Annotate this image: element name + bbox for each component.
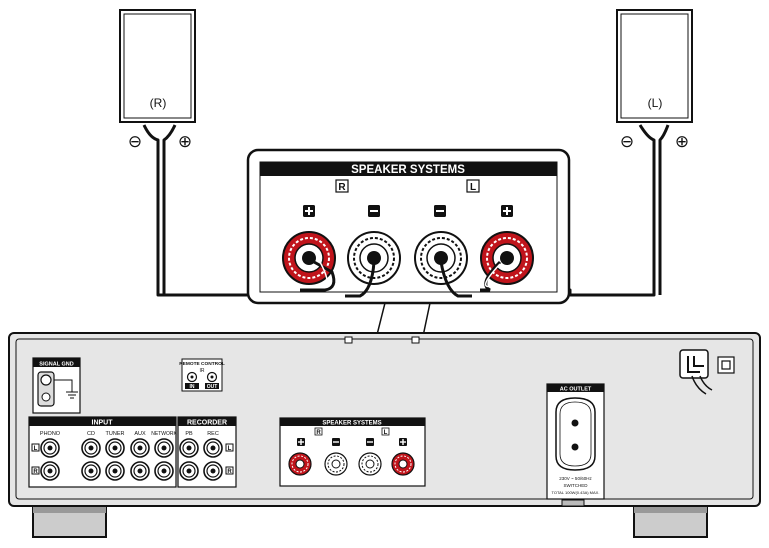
left-minus-terminal bbox=[414, 231, 468, 285]
input-aux-label: AUX bbox=[134, 431, 146, 437]
speaker-left-label: (L) bbox=[648, 96, 663, 110]
pb-l-jack[interactable] bbox=[179, 438, 199, 458]
plus-icon: ⊕ bbox=[178, 132, 192, 151]
callout-left-mark: L bbox=[470, 182, 476, 193]
ac-outlet-switched: SWITCHED bbox=[564, 483, 589, 488]
speaker-right: (R) ⊖ ⊕ bbox=[119, 9, 196, 151]
plus-icon bbox=[399, 438, 407, 446]
phono-r-jack[interactable] bbox=[40, 461, 60, 481]
remote-ir-label: IR bbox=[200, 368, 205, 374]
input-network-label: NETWORK bbox=[151, 431, 177, 437]
speaker-terminals-callout: SPEAKER SYSTEMS R L bbox=[246, 148, 571, 423]
channel-l-mark: L bbox=[34, 446, 38, 452]
network-l-jack[interactable] bbox=[154, 438, 174, 458]
panel-left-minus-terminal[interactable] bbox=[358, 452, 382, 476]
amplifier-rear-panel: SIGNAL GND REMOTE CONTROL IR IN OUT INPU… bbox=[8, 332, 761, 538]
plus-icon bbox=[297, 438, 305, 446]
recorder-pb-label: PB bbox=[185, 431, 193, 437]
panel-right-plus-terminal[interactable] bbox=[288, 452, 312, 476]
ground-icon bbox=[54, 379, 78, 399]
minus-icon bbox=[434, 205, 446, 217]
plus-icon bbox=[501, 205, 513, 217]
channel-r-mark: R bbox=[227, 469, 232, 475]
ground-screw[interactable] bbox=[40, 374, 52, 386]
input-phono-label: PHONO bbox=[40, 431, 61, 437]
rec-l-jack[interactable] bbox=[203, 438, 223, 458]
input-title: INPUT bbox=[92, 420, 114, 427]
ac-outlet-max: TOTAL 100W(0.43A) MAX. bbox=[552, 490, 600, 495]
minus-icon: ⊖ bbox=[620, 132, 634, 151]
ac-outlet-spec: 230V ~ 50/60Hz bbox=[559, 476, 592, 481]
remote-control-section: REMOTE CONTROL IR IN OUT bbox=[179, 358, 225, 392]
ac-outlet-title: AC OUTLET bbox=[560, 387, 592, 393]
remote-control-label: REMOTE CONTROL bbox=[179, 361, 225, 367]
speaker-cables bbox=[142, 124, 670, 297]
recorder-section: RECORDER PB REC L R bbox=[177, 416, 237, 488]
rec-r-jack[interactable] bbox=[203, 461, 223, 481]
minus-icon: ⊖ bbox=[128, 132, 142, 151]
power-cord bbox=[679, 349, 713, 395]
recorder-rec-label: REC bbox=[207, 431, 219, 437]
minus-icon bbox=[332, 438, 340, 446]
speaker-r-mark: R bbox=[316, 430, 321, 436]
input-tuner-label: TUNER bbox=[106, 431, 125, 437]
panel-left-plus-terminal[interactable] bbox=[391, 452, 415, 476]
ac-outlet-socket[interactable] bbox=[555, 397, 596, 471]
pb-r-jack[interactable] bbox=[179, 461, 199, 481]
cd-l-jack[interactable] bbox=[81, 438, 101, 458]
tuner-r-jack[interactable] bbox=[105, 461, 125, 481]
cd-r-jack[interactable] bbox=[81, 461, 101, 481]
aux-l-jack[interactable] bbox=[130, 438, 150, 458]
tuner-l-jack[interactable] bbox=[105, 438, 125, 458]
channel-r-mark: R bbox=[33, 469, 38, 475]
recorder-title: RECORDER bbox=[187, 420, 227, 427]
callout-right-mark: R bbox=[338, 182, 346, 193]
speaker-systems-section: SPEAKER SYSTEMS R L bbox=[279, 417, 426, 487]
double-insulation-icon bbox=[717, 356, 735, 374]
signal-gnd-section: SIGNAL GND bbox=[32, 357, 81, 414]
right-minus-terminal bbox=[347, 231, 401, 285]
input-cd-label: CD bbox=[87, 431, 95, 437]
callout-title: SPEAKER SYSTEMS bbox=[351, 164, 465, 176]
speaker-systems-label: SPEAKER SYSTEMS bbox=[322, 421, 381, 427]
network-r-jack[interactable] bbox=[154, 461, 174, 481]
ac-outlet-section: AC OUTLET 230V ~ 50/60Hz SWITCHED TOTAL … bbox=[546, 383, 605, 500]
minus-icon bbox=[366, 438, 374, 446]
plus-icon bbox=[303, 205, 315, 217]
minus-icon bbox=[368, 205, 380, 217]
remote-in-label: IN bbox=[190, 384, 195, 390]
input-section: INPUT PHONO CD TUNER AUX NETWORK L R bbox=[28, 416, 177, 488]
speaker-right-label: (R) bbox=[150, 96, 167, 110]
right-plus-terminal bbox=[282, 231, 336, 285]
speaker-left: (L) ⊖ ⊕ bbox=[616, 9, 693, 151]
remote-out-label: OUT bbox=[207, 384, 218, 390]
speaker-l-mark: L bbox=[384, 430, 388, 436]
panel-right-minus-terminal[interactable] bbox=[324, 452, 348, 476]
signal-gnd-label: SIGNAL GND bbox=[39, 362, 73, 368]
channel-l-mark: L bbox=[228, 446, 232, 452]
plus-icon: ⊕ bbox=[675, 132, 689, 151]
phono-l-jack[interactable] bbox=[40, 438, 60, 458]
aux-r-jack[interactable] bbox=[130, 461, 150, 481]
